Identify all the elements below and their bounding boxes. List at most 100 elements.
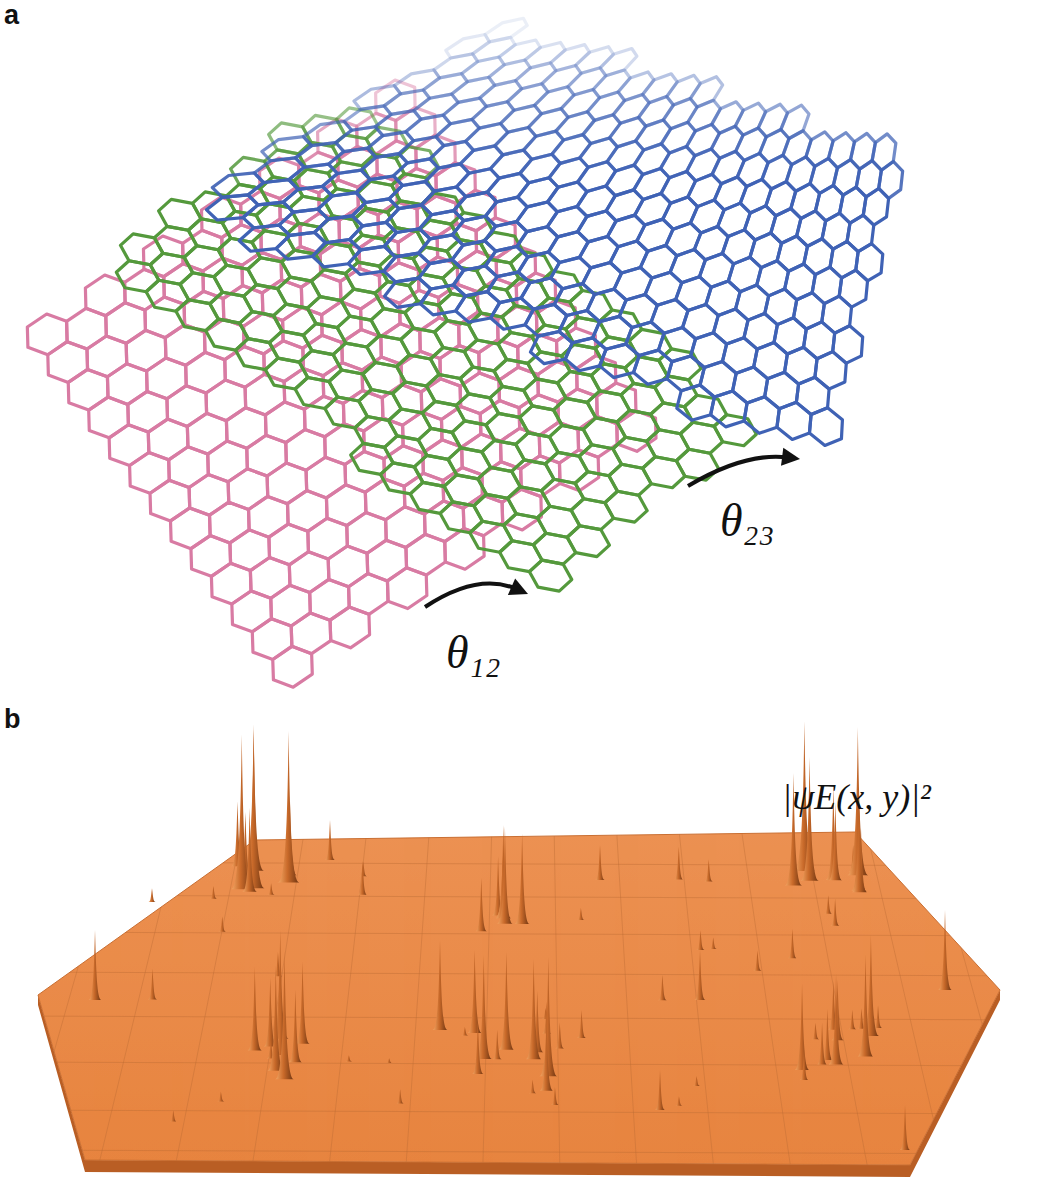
arrow-head	[508, 579, 528, 595]
wavefunction-surface	[0, 721, 1056, 1180]
top-layer	[207, 18, 903, 445]
probability-peak	[848, 1010, 856, 1030]
probability-peak	[828, 974, 843, 1065]
hexagon-cell	[781, 105, 809, 138]
hexagon-cell	[303, 121, 351, 145]
hexagon-cell	[659, 349, 701, 380]
probability-peak	[696, 930, 704, 950]
probability-peak	[358, 861, 367, 895]
probability-peak	[217, 1092, 224, 1102]
probability-peak	[788, 929, 797, 959]
grid-line	[616, 820, 638, 1180]
grid-line	[0, 895, 1056, 899]
panel-label: b	[4, 704, 21, 735]
probability-peak	[248, 966, 262, 1050]
probability-peak	[148, 888, 155, 902]
probability-peak	[468, 950, 482, 1033]
probability-peak	[710, 937, 717, 949]
grid-line	[0, 1016, 1056, 1020]
probability-peak	[498, 952, 514, 1050]
graphene-layers	[27, 18, 902, 687]
probability-peak	[539, 957, 557, 1077]
grid-line	[173, 820, 245, 1180]
peaks	[89, 721, 953, 1150]
probability-peak	[476, 877, 487, 931]
probability-peak	[289, 989, 302, 1062]
probability-peak	[800, 757, 818, 881]
probability-peak	[210, 886, 217, 899]
grid-line	[740, 820, 793, 1180]
probability-peak	[540, 1016, 553, 1091]
probability-peak	[831, 899, 840, 926]
hexagon-cell	[571, 499, 613, 530]
probability-peak	[595, 845, 605, 880]
probability-peak	[551, 1087, 559, 1105]
wavefunction-label: |ψE(x, y)|²	[782, 776, 931, 818]
twist-angle-label: θ₁₂	[446, 626, 501, 679]
probability-peak	[89, 930, 102, 1000]
probability-peak	[900, 1105, 911, 1150]
hexagon-cell	[485, 18, 527, 42]
probability-peak	[857, 954, 873, 1056]
probability-peak	[497, 827, 513, 924]
probability-peak	[515, 833, 530, 924]
hexagon-cell	[643, 457, 685, 488]
grid-line	[554, 820, 560, 1180]
hexagon-cell	[85, 275, 125, 316]
probability-peak	[325, 820, 335, 860]
hexagon-cell	[605, 491, 647, 522]
grid-line	[0, 972, 1056, 976]
probability-peak	[655, 1070, 665, 1110]
hexagon-cell	[529, 560, 571, 591]
arrow-shaft	[688, 457, 788, 486]
bottom-layer	[27, 80, 656, 687]
hexagon-cell	[609, 464, 651, 495]
probability-peak	[529, 1080, 536, 1094]
probability-peak	[824, 895, 832, 913]
panel-label: a	[4, 0, 19, 31]
hexagon-cell	[879, 161, 903, 198]
hexagon-cell	[714, 415, 756, 446]
hexagon-cell	[262, 137, 312, 161]
probability-peak	[577, 1010, 586, 1038]
hexagon-cell	[872, 134, 896, 170]
probability-peak	[295, 961, 309, 1043]
probability-peak	[493, 1030, 502, 1060]
grid-line	[0, 1062, 1056, 1066]
probability-peak	[693, 1076, 700, 1086]
probability-peak	[148, 969, 157, 1000]
hexagon-cell	[567, 526, 609, 557]
middle-layer	[116, 108, 756, 591]
grid-line	[926, 820, 1025, 1180]
hexagon-cell	[533, 533, 575, 564]
probability-peak	[219, 916, 227, 931]
arrow-shaft	[425, 584, 517, 607]
probability-peak	[555, 1022, 564, 1048]
probability-peak	[346, 1055, 353, 1061]
probability-peak	[675, 1096, 682, 1105]
grid-line	[405, 820, 430, 1180]
probability-peak	[386, 1058, 392, 1063]
probability-peak	[242, 808, 256, 892]
twist-angle-label: θ₂₃	[720, 494, 775, 547]
probability-peak	[695, 950, 706, 1000]
probability-peak	[812, 1023, 820, 1040]
hexagon-cell	[828, 133, 854, 168]
probability-peak	[278, 731, 299, 882]
grid-line	[18, 820, 121, 1180]
probability-peak	[795, 983, 810, 1070]
probability-peak	[938, 910, 952, 990]
probability-peak	[874, 1005, 882, 1028]
grid-line	[0, 1110, 1056, 1114]
probability-peak	[433, 940, 448, 1030]
hexagon-cell	[690, 77, 722, 107]
grid-line	[0, 862, 1056, 866]
probability-peak	[268, 883, 275, 894]
hexagon-cell	[600, 49, 637, 76]
grid-line	[95, 820, 182, 1180]
probability-peak	[526, 959, 542, 1059]
probability-peak	[275, 951, 294, 1079]
probability-peak	[658, 975, 667, 1000]
